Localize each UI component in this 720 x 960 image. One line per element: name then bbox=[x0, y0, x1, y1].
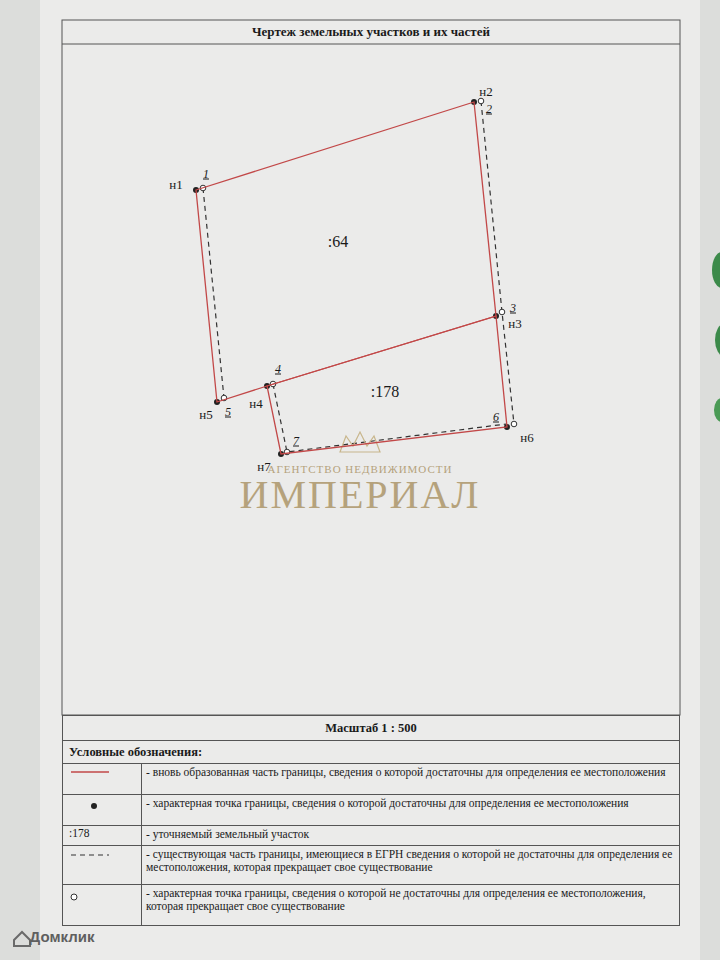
parcel-number: :178 bbox=[371, 383, 399, 401]
filled-points bbox=[193, 99, 510, 457]
legend-row: - характерная точка границы, сведения о … bbox=[63, 884, 679, 925]
point-label: н2 bbox=[479, 84, 492, 100]
legend-heading: Условные обозначения: bbox=[63, 745, 202, 760]
legend-sample-cell bbox=[63, 846, 142, 884]
legend-sample-cell bbox=[63, 764, 142, 794]
point-number: 5 bbox=[225, 405, 231, 420]
red-line-sample bbox=[71, 771, 109, 772]
dashed-line-sample bbox=[71, 854, 109, 855]
legend-sample bbox=[63, 797, 139, 817]
scale-text: Масштаб 1 : 500 bbox=[325, 721, 416, 736]
legend-sample-cell bbox=[63, 885, 142, 925]
legend-row: - характерная точка границы, сведения о … bbox=[63, 794, 679, 825]
new-boundary-line bbox=[267, 316, 507, 454]
legend-sample-cell bbox=[63, 795, 142, 825]
legend-row: - существующая часть границы, имеющиеся … bbox=[63, 845, 679, 884]
legend-sample-text: :178 bbox=[69, 827, 89, 839]
title-text: Чертеж земельных участков и их частей bbox=[252, 24, 490, 40]
site-watermark: Домклик bbox=[30, 928, 95, 945]
watermark-crown bbox=[340, 432, 380, 452]
legend-sample-cell: :178 bbox=[63, 826, 142, 845]
hollow-points bbox=[200, 98, 517, 455]
point-label: н6 bbox=[520, 430, 533, 446]
point-label: н1 bbox=[169, 177, 182, 193]
legend-row: :178 - уточняемый земельный участок bbox=[63, 825, 679, 845]
point-label: н5 bbox=[199, 407, 212, 423]
legend-text: - вновь образованная часть границы, свед… bbox=[142, 764, 679, 794]
legend-sample bbox=[63, 766, 139, 786]
legend-text: - существующая часть границы, имеющиеся … bbox=[142, 846, 679, 884]
point-label: н3 bbox=[508, 316, 521, 332]
legend-sample bbox=[63, 848, 139, 868]
existing-boundary bbox=[203, 101, 514, 452]
point-number: 7 bbox=[293, 434, 299, 449]
legend-text: - уточняемый земельный участок bbox=[142, 826, 679, 845]
point-number: 6 bbox=[493, 410, 499, 425]
point-number: 4 bbox=[275, 362, 281, 377]
title-rule bbox=[62, 44, 680, 45]
legend-text: - характерная точка границы, сведения о … bbox=[142, 795, 679, 825]
parcel-number: :64 bbox=[328, 233, 348, 251]
sheet-frame bbox=[62, 20, 680, 715]
title-row: Чертеж земельных участков и их частей bbox=[62, 20, 680, 44]
scale-row: Масштаб 1 : 500 bbox=[63, 715, 679, 740]
green-blob bbox=[715, 324, 720, 356]
point-number: 1 bbox=[203, 167, 209, 182]
green-blob bbox=[714, 398, 720, 422]
point-label: н4 bbox=[249, 396, 262, 412]
watermark-logo: ИМПЕРИАЛ bbox=[240, 471, 481, 518]
legend-heading-row: Условные обозначения: bbox=[63, 740, 679, 763]
legend-table: Масштаб 1 : 500Условные обозначения: - вн… bbox=[62, 715, 680, 926]
domclick-logo bbox=[14, 932, 30, 946]
legend-text: - характерная точка границы, сведения о … bbox=[142, 885, 679, 925]
green-blob bbox=[712, 252, 720, 288]
legend-row: - вновь образованная часть границы, свед… bbox=[63, 763, 679, 794]
legend-sample bbox=[63, 887, 139, 907]
filled-point-sample bbox=[91, 803, 97, 809]
point-number: 3 bbox=[510, 301, 516, 316]
new-boundary-line bbox=[196, 102, 496, 402]
hollow-point-sample bbox=[71, 894, 77, 900]
point-number: 2 bbox=[486, 102, 492, 117]
